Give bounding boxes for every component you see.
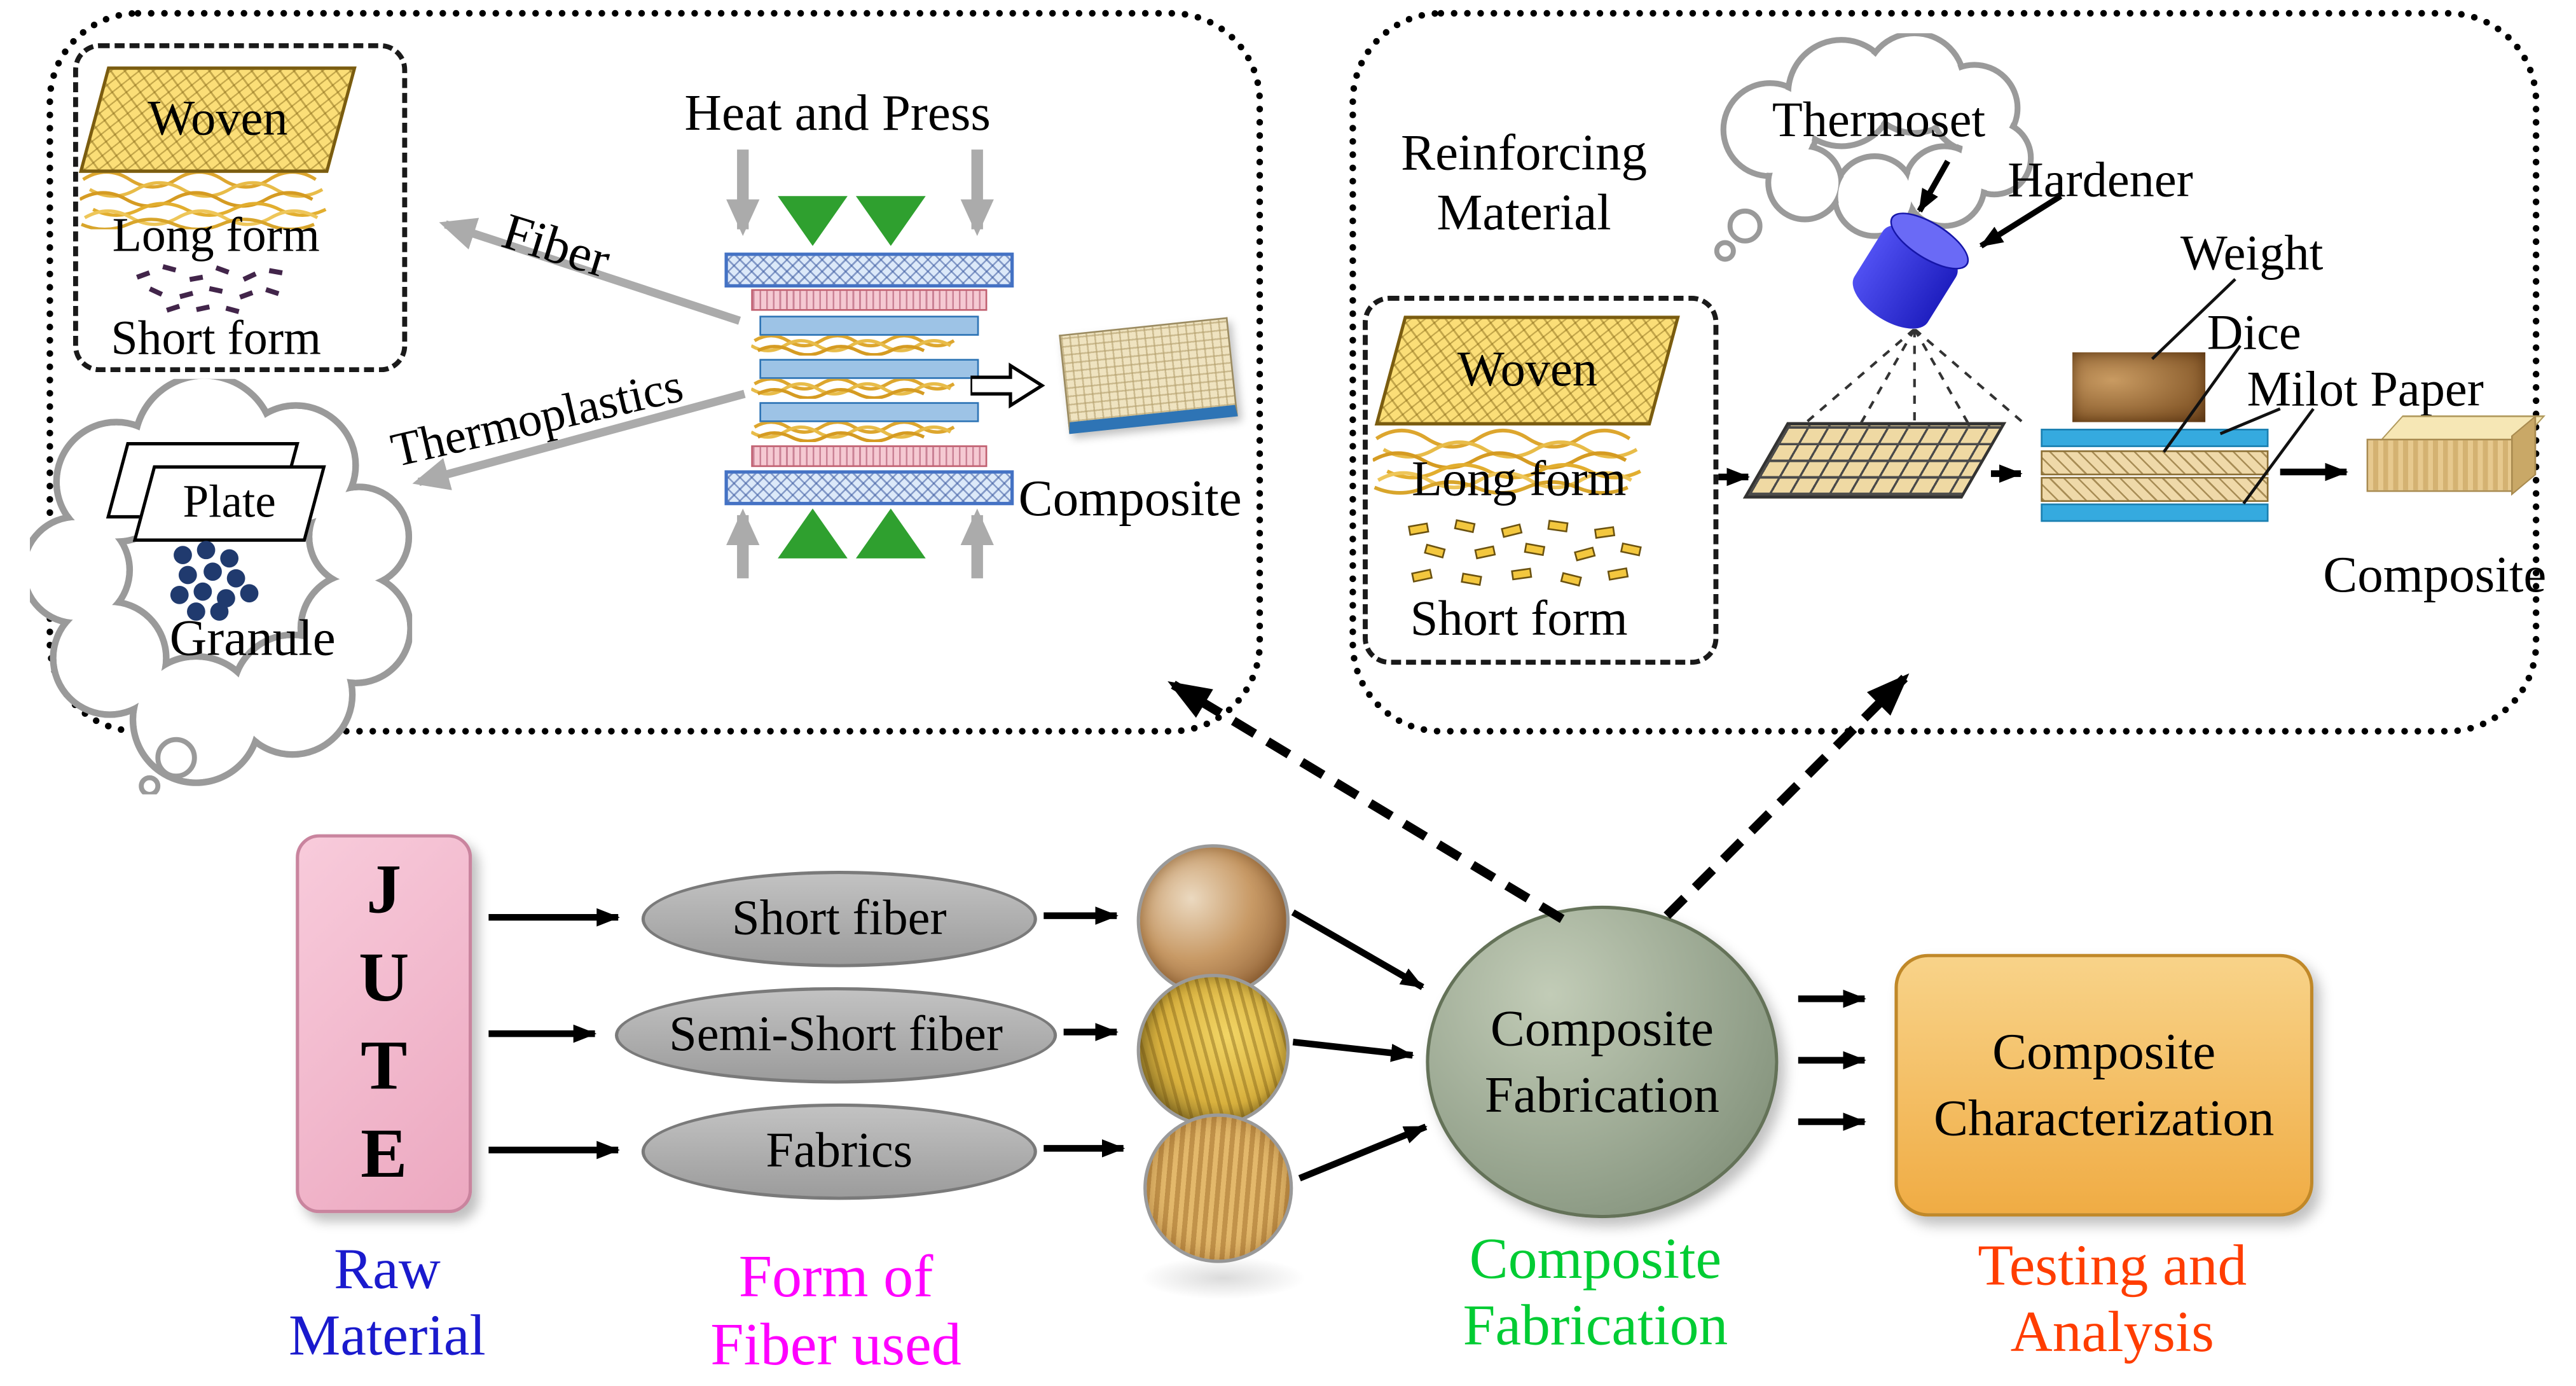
open-right-arrow-icon <box>970 363 1045 409</box>
laminate-film-layer <box>751 289 988 311</box>
plate-label: Plate <box>183 476 276 529</box>
fiber-forms-box <box>72 43 408 373</box>
press-heater-triangle-icon <box>778 196 848 246</box>
short-fiber-marks-icon <box>136 264 283 314</box>
press-heater-triangle-icon <box>778 508 848 558</box>
woven-label: Woven <box>1457 342 1597 397</box>
granule-dots-icon <box>170 541 259 621</box>
laminate-fiber-row-icon <box>751 378 955 399</box>
laminate-film-layer <box>751 445 988 468</box>
dice-label: Dice <box>2207 305 2301 361</box>
photo-to-fabrication-arrow <box>1298 1123 1428 1182</box>
press-heater-triangle-icon <box>855 508 926 558</box>
plate-shape-front: Plate <box>132 465 326 542</box>
caption-form-of-fiber: Form of Fiber used <box>710 1243 961 1378</box>
weight-block-image <box>2072 352 2206 422</box>
photo-to-fabrication-arrow <box>1291 909 1424 990</box>
photo-to-fabrication-arrow <box>1292 1038 1415 1062</box>
granule-label: Granule <box>169 608 336 667</box>
mylar-sheet-bottom <box>2041 503 2269 522</box>
composite-fabrication-node: Composite Fabrication <box>1426 905 1779 1219</box>
composite-plate-image <box>1059 317 1238 434</box>
laminate-sheet-layer <box>759 315 979 336</box>
laminate-fiber-row-icon <box>751 335 955 356</box>
long-form-label: Long form <box>1411 452 1627 507</box>
photo-shadow <box>1140 1256 1307 1300</box>
jute-letter: U <box>359 941 410 1018</box>
heat-and-press-label: Heat and Press <box>684 83 991 142</box>
short-form-label: Short form <box>1410 592 1628 647</box>
caption-raw-material: Raw Material <box>289 1236 486 1368</box>
composite-fabrication-node-label: Composite Fabrication <box>1484 998 1719 1124</box>
long-form-label: Long form <box>112 209 320 263</box>
composite-characterization-node: Composite Characterization <box>1894 953 2313 1217</box>
semi-short-fiber-photo <box>1136 974 1290 1127</box>
press-heater-triangle-icon <box>855 196 926 246</box>
reinforcing-material-label: Reinforcing Material <box>1401 123 1648 240</box>
woven-fabric-shape: Woven <box>78 66 357 173</box>
thermoset-label: Thermoset <box>1772 93 1986 148</box>
composite-block-front <box>2366 438 2516 492</box>
composite-output-label-right: Composite <box>2323 544 2547 604</box>
laminate-sheet-layer <box>759 402 979 422</box>
jute-letter: E <box>361 1117 408 1194</box>
woven-label: Woven <box>148 91 288 146</box>
weight-label: Weight <box>2180 226 2324 281</box>
press-platen-top <box>724 253 1014 288</box>
jute-raw-material-box: J U T E <box>296 834 472 1214</box>
fiber-form-ellipse-semi-short: Semi-Short fiber <box>614 987 1057 1084</box>
composite-output-label-left: Composite <box>1018 468 1242 527</box>
fabrics-photo <box>1143 1113 1293 1263</box>
composite-characterization-node-label: Composite Characterization <box>1934 1022 2275 1147</box>
reinforcing-forms-box <box>1363 296 1719 665</box>
caption-composite-fabrication: Composite Fabrication <box>1463 1226 1728 1359</box>
composite-layup-layer <box>2041 476 2269 502</box>
fiber-mat-grid <box>1742 422 2007 499</box>
fiber-form-ellipse-fabrics: Fabrics <box>641 1103 1037 1200</box>
mylar-sheet-top <box>2041 429 2269 447</box>
caption-testing-analysis: Testing and Analysis <box>1978 1233 2247 1365</box>
long-fiber-squiggles-icon <box>1372 428 1641 495</box>
laminate-fiber-row-icon <box>751 422 955 442</box>
short-form-label: Short form <box>111 312 322 366</box>
short-fiber-marks-icon <box>1408 519 1642 587</box>
hardener-label: Hardener <box>2008 153 2193 208</box>
jute-letter: J <box>366 853 402 930</box>
laminate-sheet-layer <box>759 359 979 379</box>
fiber-form-label: Short fiber <box>732 891 947 946</box>
press-platen-bottom <box>724 470 1014 506</box>
woven-fabric-shape: Woven <box>1374 315 1680 426</box>
spray-lines-icon <box>1805 329 2023 429</box>
fiber-form-ellipse-short: Short fiber <box>641 871 1037 967</box>
fiber-form-label: Fabrics <box>766 1123 913 1179</box>
milot-paper-label: Milot Paper <box>2247 362 2484 417</box>
fiber-form-label: Semi-Short fiber <box>669 1007 1003 1062</box>
composite-layup-layer <box>2041 450 2269 476</box>
jute-letter: T <box>361 1029 408 1106</box>
